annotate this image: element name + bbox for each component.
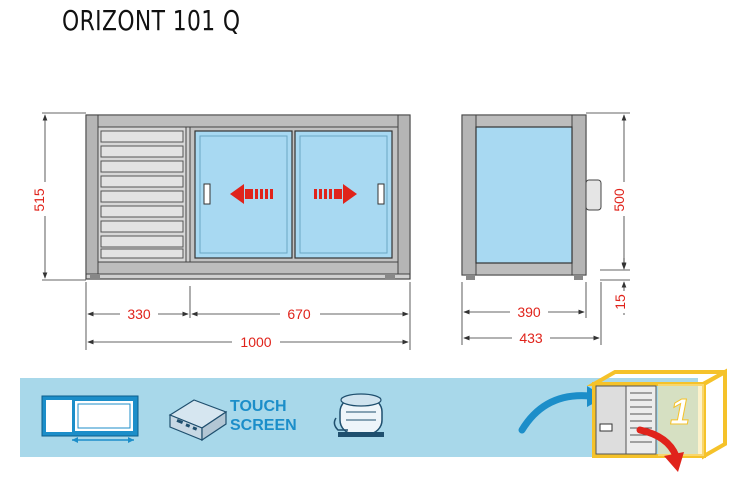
front-view <box>85 114 411 280</box>
side-view <box>461 114 602 280</box>
dim-height-side: 500 <box>611 188 627 212</box>
dim-depth-inner: 390 <box>517 304 541 320</box>
door-arrow-left-icon <box>230 184 273 204</box>
louver-slats <box>100 130 184 259</box>
touch-label-line2: SCREEN <box>230 417 297 434</box>
remote-unit-kit-icon: 1 <box>586 368 727 472</box>
dim-width-right: 670 <box>287 306 311 322</box>
page-title: ORIZONT 101 Q <box>62 4 241 37</box>
dim-height-front: 515 <box>31 188 47 212</box>
dim-feet: 15 <box>612 294 628 310</box>
dim-width-left: 330 <box>127 306 151 322</box>
compressor-icon <box>333 393 384 437</box>
touch-label-line1: TOUCH <box>230 398 287 415</box>
dim-depth-total: 433 <box>519 330 543 346</box>
door-arrow-right-icon <box>314 184 357 204</box>
kit-number: 1 <box>670 391 690 432</box>
control-unit-icon <box>168 399 228 442</box>
dim-width-total: 1000 <box>240 334 271 350</box>
sliding-doors-icon <box>41 395 139 443</box>
touch-screen-label: TOUCH SCREEN <box>230 397 297 435</box>
